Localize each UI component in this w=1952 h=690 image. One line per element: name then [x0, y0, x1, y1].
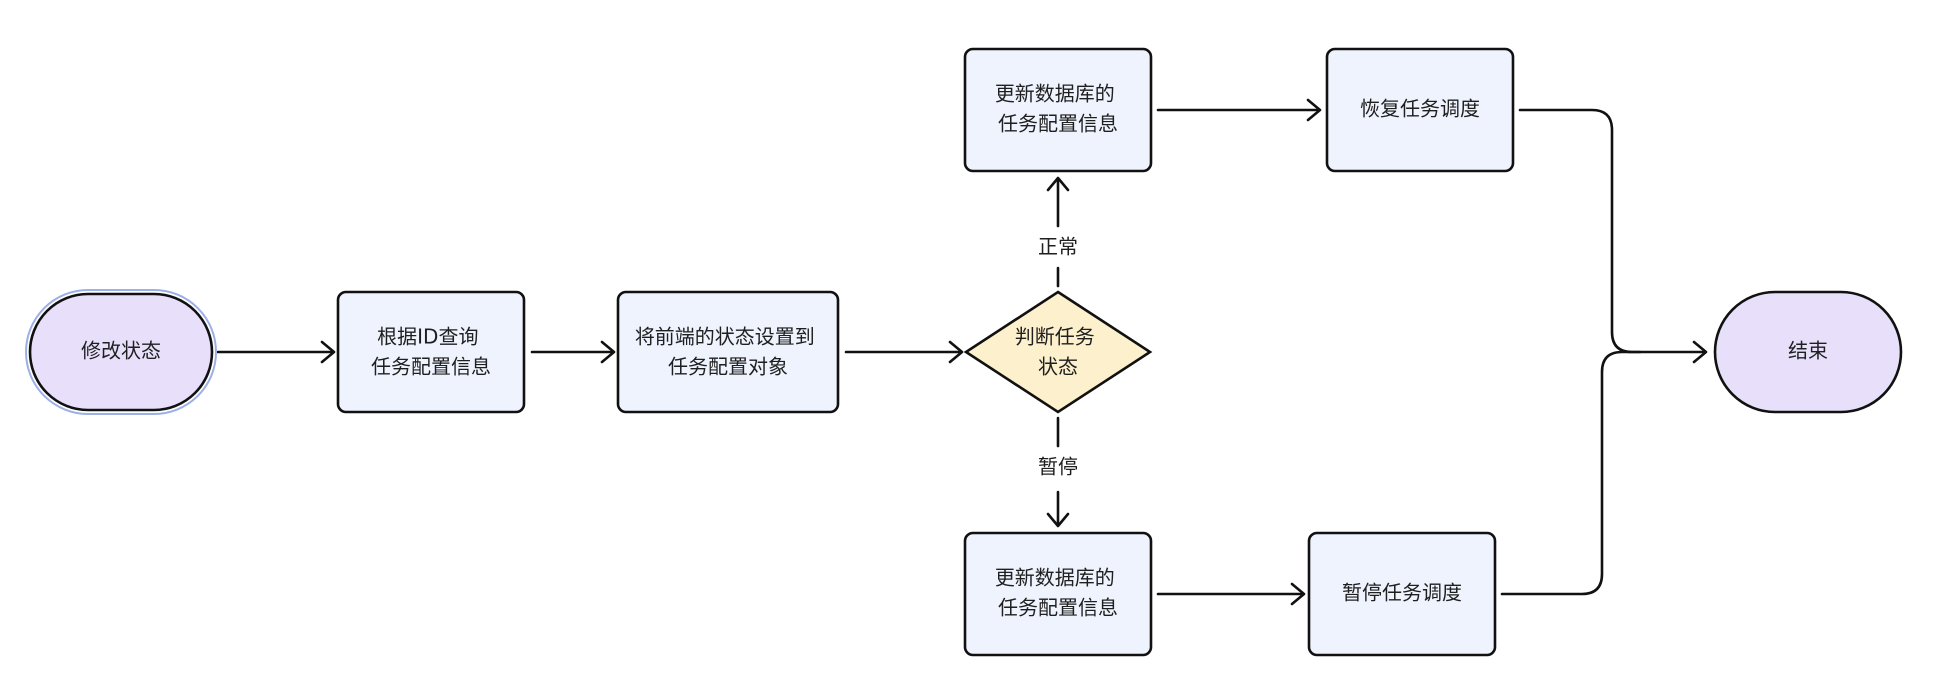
- resume-scheduling-label: 恢复任务调度: [1360, 97, 1480, 121]
- decision-line-1: 判断任务: [1015, 325, 1095, 349]
- decision-line-2: 状态: [1038, 355, 1078, 379]
- decision-label: 判断任务 状态: [1015, 319, 1101, 379]
- edge-query-to-set-state: [530, 340, 616, 364]
- end-node[interactable]: 结束: [1713, 290, 1903, 414]
- update-db-normal-shape: [963, 47, 1153, 173]
- set-state-line-1: 将前端的状态设置到: [635, 325, 815, 349]
- start-node-label: 修改状态: [81, 339, 161, 363]
- query-config-line-2: 任务配置信息: [371, 355, 491, 379]
- start-node-outline: [25, 289, 217, 415]
- edge-resume-to-end: [1518, 108, 1708, 364]
- edge-label-normal: 正常: [1038, 235, 1078, 259]
- decision-node[interactable]: 判断任务 状态: [963, 290, 1153, 414]
- update-db-paused-line-1: 更新数据库的: [995, 566, 1115, 590]
- resume-scheduling-node[interactable]: 恢复任务调度: [1325, 47, 1515, 173]
- pause-scheduling-label: 暂停任务调度: [1342, 581, 1462, 605]
- set-state-shape: [616, 290, 840, 414]
- update-db-normal-label: 更新数据库的 任务配置信息: [995, 76, 1121, 136]
- pause-scheduling-node[interactable]: 暂停任务调度: [1307, 531, 1497, 657]
- edge-decision-to-update-top: [1046, 176, 1070, 288]
- update-db-normal-node[interactable]: 更新数据库的 任务配置信息: [963, 47, 1153, 173]
- resume-scheduling-shape: [1325, 47, 1515, 173]
- query-config-label: 根据ID查询 任务配置信息: [371, 319, 491, 379]
- pause-scheduling-shape: [1307, 531, 1497, 657]
- resume-scheduling-line-1: 恢复任务调度: [1360, 97, 1480, 121]
- set-state-label: 将前端的状态设置到 任务配置对象: [635, 319, 821, 379]
- pause-scheduling-line-1: 暂停任务调度: [1342, 581, 1462, 605]
- edge-set-state-to-decision: [844, 340, 964, 364]
- start-node-shape: [28, 292, 214, 412]
- set-state-line-2: 任务配置对象: [668, 355, 788, 379]
- edge-update-top-to-resume: [1156, 98, 1322, 122]
- edge-decision-to-update-bottom: [1046, 416, 1070, 528]
- query-config-shape: [336, 290, 526, 414]
- update-db-normal-line-2: 任务配置信息: [998, 112, 1118, 136]
- start-node[interactable]: 修改状态: [25, 289, 217, 415]
- start-node-line-1: 修改状态: [81, 339, 161, 363]
- decision-shape: [963, 290, 1153, 414]
- query-config-node[interactable]: 根据ID查询 任务配置信息: [336, 290, 526, 414]
- update-db-paused-shape: [963, 531, 1153, 657]
- update-db-paused-node[interactable]: 更新数据库的 任务配置信息: [963, 531, 1153, 657]
- query-config-line-1: 根据ID查询: [377, 325, 478, 349]
- edge-pause-to-end: [1500, 350, 1642, 596]
- edge-label-paused: 暂停: [1038, 455, 1078, 479]
- set-state-node[interactable]: 将前端的状态设置到 任务配置对象: [616, 290, 840, 414]
- edges: [216, 98, 1708, 606]
- update-db-paused-line-2: 任务配置信息: [998, 596, 1118, 620]
- end-node-shape: [1713, 290, 1903, 414]
- edge-start-to-query: [216, 340, 336, 364]
- end-node-label: 结束: [1788, 339, 1828, 363]
- end-node-line-1: 结束: [1788, 339, 1828, 363]
- edge-update-bottom-to-pause: [1156, 582, 1306, 606]
- update-db-paused-label: 更新数据库的 任务配置信息: [995, 560, 1121, 620]
- update-db-normal-line-1: 更新数据库的: [995, 82, 1115, 106]
